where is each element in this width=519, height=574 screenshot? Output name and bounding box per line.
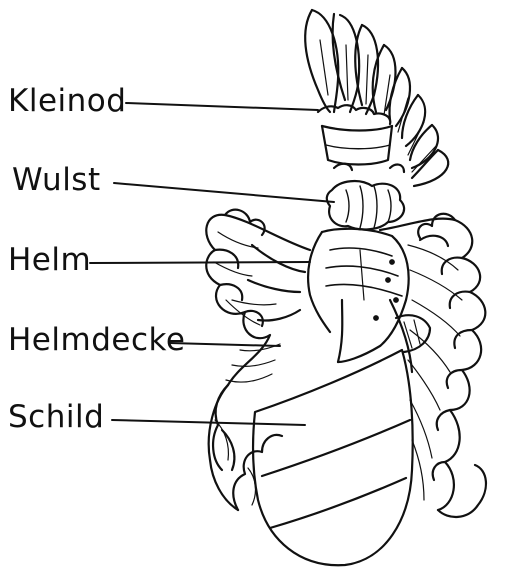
leader-line-kleinod	[126, 103, 318, 110]
mantling-right	[380, 214, 486, 517]
crest-wing	[305, 10, 448, 186]
label-helmdecke: Helmdecke	[8, 325, 185, 356]
label-kleinod: Kleinod	[8, 86, 126, 117]
label-wulst: Wulst	[12, 165, 101, 196]
torse	[327, 164, 404, 230]
label-schild: Schild	[8, 402, 104, 433]
leader-line-helm	[90, 262, 310, 263]
label-helm: Helm	[8, 245, 91, 276]
leader-line-wulst	[114, 183, 334, 202]
leader-lines	[90, 103, 334, 425]
shield	[253, 350, 413, 565]
helmet	[308, 229, 430, 362]
leader-line-schild	[112, 420, 305, 425]
